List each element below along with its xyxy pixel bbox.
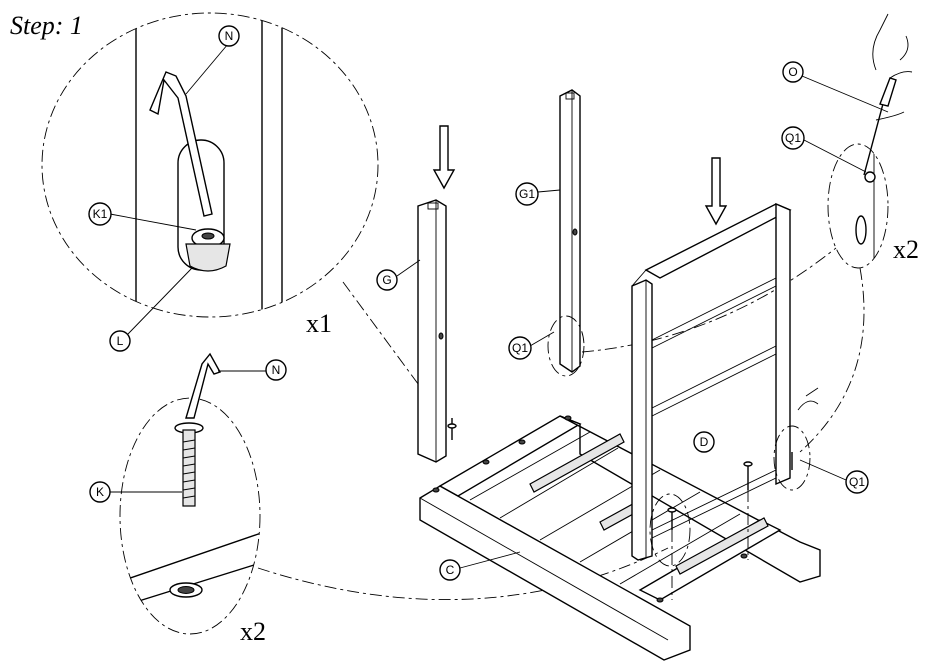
detail-circle-bottom [119, 352, 261, 635]
detail-marker-right [773, 425, 811, 491]
detail-leader-lines [257, 247, 865, 601]
end-panel-d [631, 202, 792, 561]
svg-text:N: N [272, 363, 281, 377]
svg-text:O: O [788, 65, 797, 79]
callout-L: L [109, 267, 193, 352]
leg-g [417, 199, 457, 463]
bolt-marks [667, 461, 753, 600]
detail-circle-top [41, 12, 379, 318]
quantity-right-detail: x2 [893, 235, 919, 264]
callout-D: D [693, 431, 715, 453]
callout-Q1-right: Q1 [799, 459, 869, 494]
arrow-down-left-icon [432, 125, 456, 190]
svg-text:C: C [446, 563, 455, 577]
callout-N-bottom: N [218, 359, 287, 381]
callout-G1: G1 [515, 182, 561, 206]
cam-lock-right [791, 387, 819, 470]
svg-text:L: L [117, 334, 124, 348]
arrow-down-right-icon [704, 157, 728, 226]
detail-marker-bottom [649, 493, 691, 567]
callout-Q1-top-right: Q1 [781, 126, 867, 173]
detail-marker-center [547, 315, 585, 377]
svg-text:N: N [225, 29, 234, 43]
svg-text:Q1: Q1 [849, 475, 865, 489]
callout-N-top: N [185, 25, 240, 95]
frame-c [419, 415, 821, 661]
quantity-bottom-detail: x2 [240, 617, 266, 646]
svg-text:Q1: Q1 [785, 131, 801, 145]
detail-circle-right [827, 13, 913, 269]
callout-C: C [439, 551, 521, 581]
callout-G: G [376, 259, 421, 291]
callout-O: O [782, 61, 889, 113]
leg-g1 [559, 89, 581, 373]
callout-K1: K1 [88, 202, 197, 231]
callout-K: K [89, 481, 182, 503]
callout-Q1-center: Q1 [508, 331, 555, 360]
svg-text:G1: G1 [519, 187, 535, 201]
svg-text:D: D [700, 435, 709, 449]
step-title: Step: 1 [10, 11, 83, 40]
quantity-top-detail: x1 [306, 309, 332, 338]
svg-text:Q1: Q1 [512, 341, 528, 355]
svg-text:G: G [382, 273, 391, 287]
svg-text:K1: K1 [93, 207, 108, 221]
svg-text:K: K [96, 485, 104, 499]
